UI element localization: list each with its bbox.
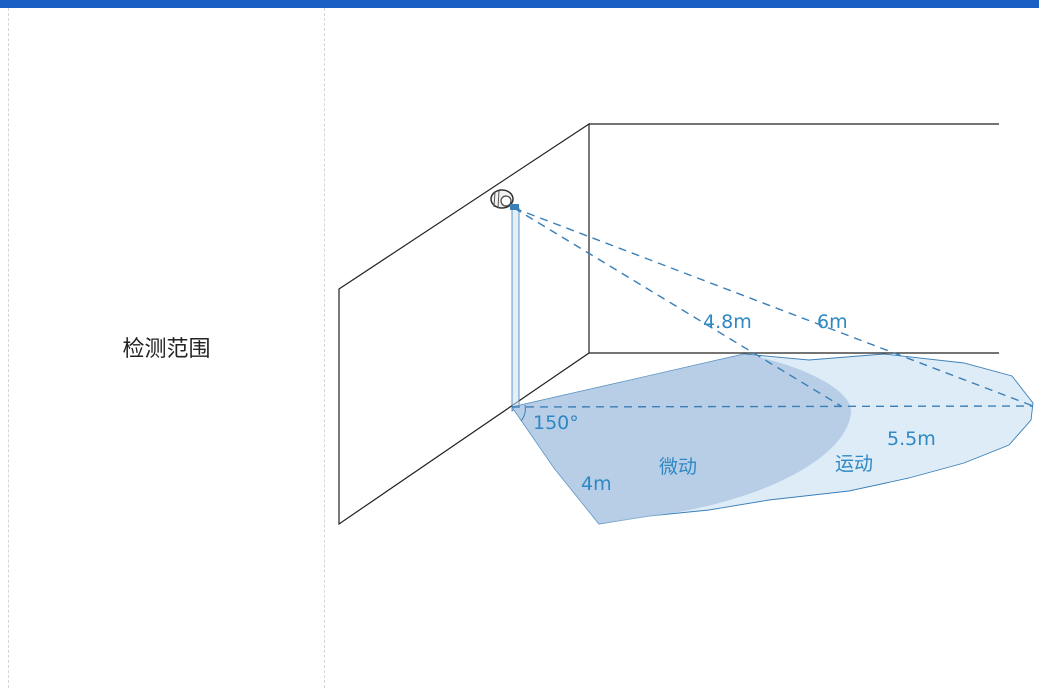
row-label: 检测范围	[122, 337, 211, 362]
room-outline	[338, 122, 999, 526]
label-micro-range: 4m	[581, 473, 612, 495]
label-micro-zone: 微动	[659, 456, 697, 478]
detection-range-diagram: 4.8m 6m 5.5m 150° 4m 微动 运动	[338, 122, 1034, 526]
sensor-projection-plane	[511, 207, 520, 412]
sensor-mount	[510, 204, 519, 210]
label-micro-distance: 4.8m	[703, 311, 752, 333]
top-accent-bar	[0, 0, 1039, 8]
label-angle: 150°	[533, 412, 579, 434]
beam-lines	[511, 207, 1034, 408]
spec-table: 检测范围	[8, 8, 1039, 688]
sensor-lens	[500, 195, 512, 207]
beam-micro-dashed	[513, 207, 842, 407]
micro-zone-area	[512, 354, 852, 524]
label-motion-distance: 6m	[817, 311, 848, 333]
sensor-device	[490, 189, 519, 210]
beam-motion-dashed	[513, 207, 1034, 407]
sensor-shade-line-1	[493, 191, 496, 208]
angle-arc	[520, 404, 526, 422]
row-label-cell: 检测范围	[9, 8, 325, 688]
diagram-cell: 4.8m 6m 5.5m 150° 4m 微动 运动	[325, 8, 1039, 688]
floor-axis-dashed	[511, 405, 1034, 408]
label-motion-zone: 运动	[835, 453, 873, 475]
label-motion-range: 5.5m	[887, 428, 936, 450]
sensor-shade-line-2	[497, 190, 500, 209]
